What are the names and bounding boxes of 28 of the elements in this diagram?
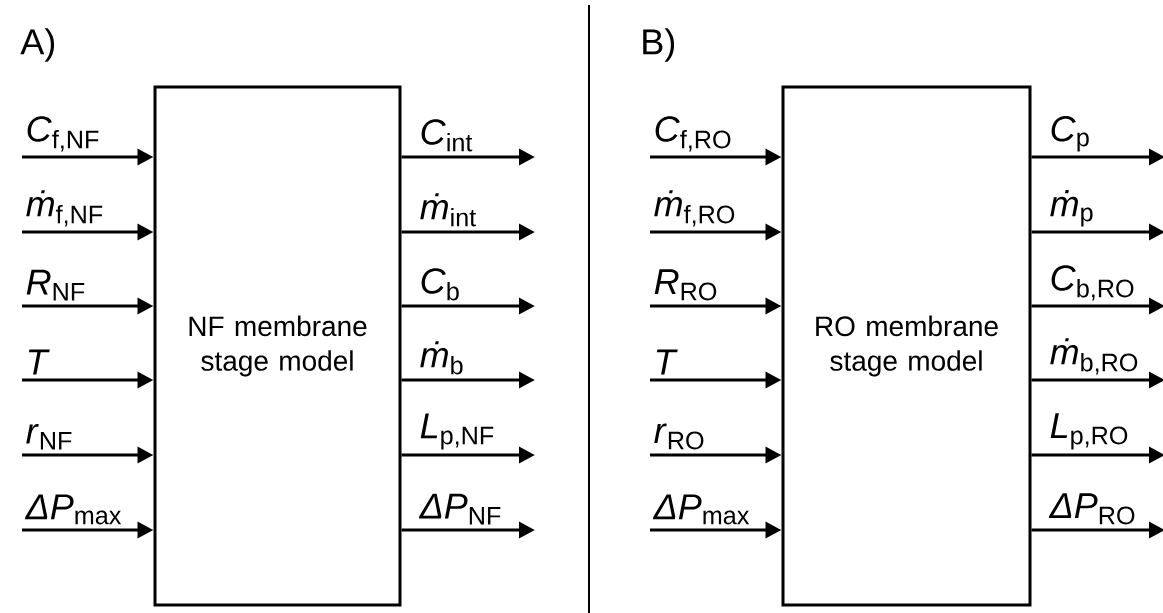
panel-label: B)	[643, 28, 675, 62]
edge-label: ΔP$_{max}$	[24, 494, 122, 525]
edge-label: C$_{b,RO}$	[1051, 265, 1134, 301]
model-box: RO membrane stage model	[781, 85, 1032, 607]
edge-label: ṁ$_{b}$	[420, 341, 463, 375]
edge-label: L$_{p,RO}$	[1050, 413, 1128, 450]
edge-label: ṁ$_{p}$	[1050, 190, 1093, 227]
edge-label: C$_{f,NF}$	[27, 116, 99, 152]
edge-label: ΔP$_{max}$	[652, 494, 750, 525]
edge-label: C$_{p}$	[1051, 116, 1089, 152]
edge-label: T	[28, 349, 50, 375]
edge-label: R$_{NF}$	[26, 269, 85, 301]
edge-label: ṁ$_{int}$	[420, 193, 476, 227]
edge-label: C$_{b}$	[421, 268, 459, 301]
edge-label: r$_{RO}$	[654, 423, 704, 450]
edge-label: ṁ$_{f,NF}$	[26, 190, 103, 227]
edge-label: C$_{int}$	[421, 119, 473, 152]
edge-label: T	[656, 349, 678, 375]
edge-label: R$_{RO}$	[654, 269, 717, 301]
edge-label: L$_{p,NF}$	[420, 413, 494, 450]
edge-label: ṁ$_{f,RO}$	[654, 190, 735, 227]
edge-label: r$_{NF}$	[26, 424, 72, 450]
panel-label: A)	[20, 28, 55, 62]
edge-label: ΔP$_{RO}$	[1048, 493, 1135, 525]
edge-label: ṁ$_{b,RO}$	[1050, 338, 1138, 375]
edge-label: ΔP$_{NF}$	[418, 493, 501, 525]
edge-label: C$_{f,RO}$	[655, 116, 731, 152]
model-box: NF membrane stage model	[153, 85, 402, 607]
